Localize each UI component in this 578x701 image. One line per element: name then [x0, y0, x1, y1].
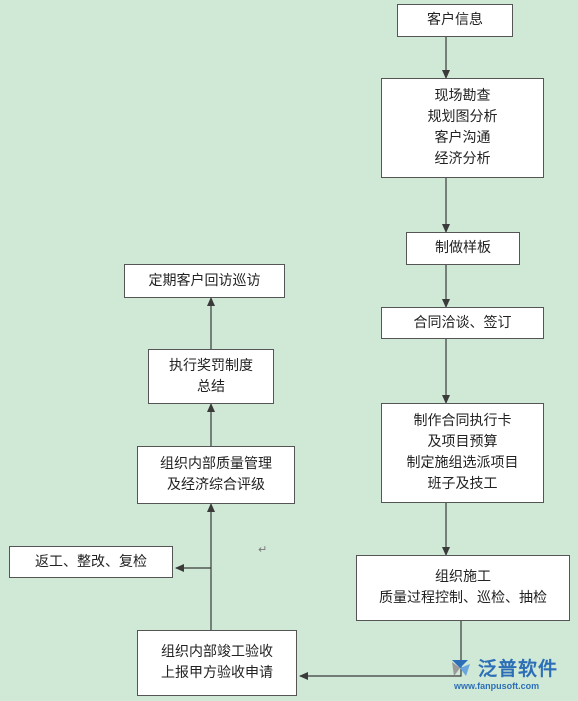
text-cursor-mark: ↵ [258, 543, 268, 556]
box-line: 定期客户回访巡访 [148, 272, 261, 289]
make-sample-box: 制做样板 [406, 232, 520, 265]
arrow-construction-to-acceptance [299, 621, 462, 680]
box-line: 及经济综合评级 [167, 477, 265, 493]
rework-box: 返工、整改、复检 [9, 546, 173, 578]
box-line: 班子及技工 [427, 476, 498, 492]
brand-url: www.fanpusoft.com [454, 681, 540, 691]
box-line: 组织内部质量管理 [160, 456, 272, 472]
box-line: 制做样板 [435, 240, 491, 256]
box-line: 总结 [197, 378, 225, 395]
box-line: 质量过程控制、巡检、抽检 [379, 590, 547, 606]
contract-box: 合同洽谈、签订 [381, 307, 544, 339]
quality-management-box: 组织内部质量管理 及经济综合评级 [137, 446, 295, 504]
box-line: 组织施工 [435, 569, 491, 585]
box-line: 及项目预算 [427, 434, 498, 450]
box-line: 规划图分析 [427, 109, 498, 125]
internal-acceptance-box: 组织内部竣工验收 上报甲方验收申请 [137, 630, 297, 696]
customer-visit-box: 定期客户回访巡访 [124, 264, 285, 298]
brand-name: 泛普软件 [478, 658, 559, 680]
box-line: 客户沟通 [434, 130, 491, 146]
box-line: 现场勘查 [434, 88, 491, 104]
box-line: 上报甲方验收申请 [161, 665, 273, 681]
box-line: 合同洽谈、签订 [413, 314, 512, 331]
fanpu-watermark: 泛普软件 www.fanpusoft.com [448, 654, 572, 696]
fanpu-logo-icon [452, 660, 470, 676]
box-line: 组织内部竣工验收 [161, 644, 273, 660]
box-line: 制作合同执行卡 [413, 413, 512, 429]
box-line: 制定施组选派项目 [406, 455, 519, 471]
contract-card-box: 制作合同执行卡 及项目预算 制定施组选派项目 班子及技工 [381, 403, 544, 503]
box-line: 经济分析 [434, 151, 491, 167]
box-line: 执行奖罚制度 [169, 357, 253, 374]
site-survey-box: 现场勘查 规划图分析 客户沟通 经济分析 [381, 78, 544, 178]
reward-summary-box: 执行奖罚制度 总结 [148, 349, 274, 404]
box-line: 客户信息 [427, 12, 483, 28]
construction-box: 组织施工 质量过程控制、巡检、抽检 [356, 555, 570, 621]
customer-info-box: 客户信息 [397, 4, 513, 37]
box-line: 返工、整改、复检 [35, 553, 147, 570]
